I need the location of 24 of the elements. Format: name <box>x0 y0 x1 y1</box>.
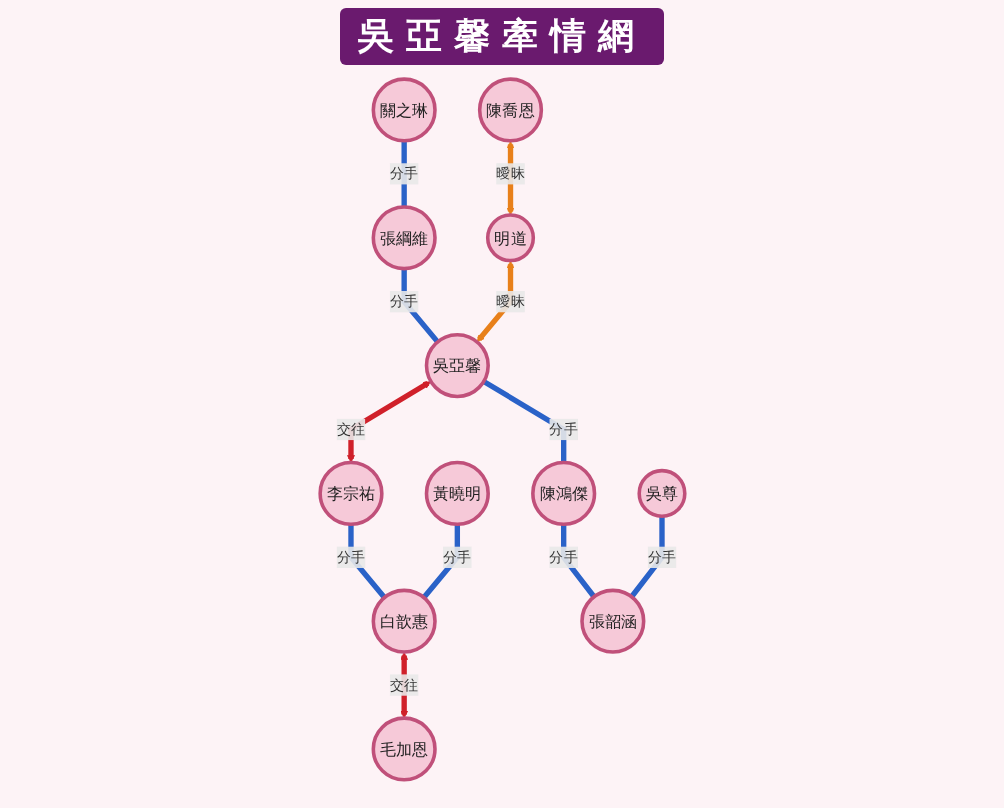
edge-label: 分手 <box>389 164 418 182</box>
node-circle: 吳亞馨 <box>424 332 490 398</box>
edge-label: 分手 <box>548 547 578 565</box>
edge-label: 分手 <box>442 547 472 565</box>
edge-label: 分手 <box>548 420 578 438</box>
edge-label: 交往 <box>389 675 418 693</box>
node-circle: 吳尊 <box>636 468 687 518</box>
edge-label: 曖昧 <box>495 164 525 182</box>
node-circle: 張綱維 <box>371 204 437 270</box>
edge-label: 分手 <box>389 292 418 310</box>
node-circle: 關之琳 <box>371 76 437 143</box>
node-circle: 李宗祐 <box>317 460 384 526</box>
edge-label: 曖昧 <box>495 292 525 310</box>
edge-label: 分手 <box>336 547 365 565</box>
node-circle: 陳喬恩 <box>477 76 543 143</box>
edge-label: 交往 <box>336 420 365 438</box>
node-circle: 陳鴻傑 <box>530 460 596 526</box>
node-circle: 毛加恩 <box>371 715 437 782</box>
edge-label: 分手 <box>647 547 676 565</box>
node-circle: 明道 <box>485 212 535 262</box>
node-circle: 張韶涵 <box>579 588 645 654</box>
title: 吳亞馨牽情網 <box>340 8 664 65</box>
node-circle: 白歆惠 <box>371 588 437 654</box>
node-circle: 黃曉明 <box>424 460 490 526</box>
